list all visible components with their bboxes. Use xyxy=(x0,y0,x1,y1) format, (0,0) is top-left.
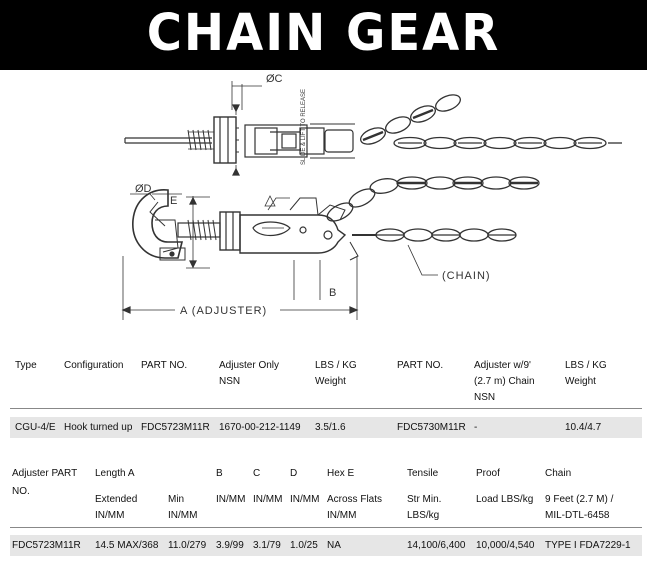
row-weight-2: 10.4/4.7 xyxy=(565,422,602,433)
col-extended: Extended xyxy=(95,494,138,505)
col-weight-1-sub: Weight xyxy=(315,376,346,387)
col-weight-2: LBS / KG xyxy=(565,360,607,371)
col-d-unit: IN/MM xyxy=(290,494,320,505)
col-adjuster-only-nsn: NSN xyxy=(219,376,241,387)
col-adjuster-chain-2: (2.7 m) Chain xyxy=(474,376,535,387)
col-c-unit: IN/MM xyxy=(253,494,283,505)
chain-adjuster-drawing: ØC ØD E B (CHAIN) A (ADJUSTER) SLIDE & L… xyxy=(121,73,622,320)
row-nsn-2: - xyxy=(474,422,478,433)
col-proof: Proof xyxy=(476,468,500,479)
col-tensile-unit: LBS/kg xyxy=(407,510,440,521)
col-hex-across: Across Flats xyxy=(327,494,383,505)
row-c: 3.1/79 xyxy=(253,540,281,551)
col-hex-unit: IN/MM xyxy=(327,510,357,521)
col-configuration: Configuration xyxy=(64,360,124,371)
row-nsn: 1670-00-212-1149 xyxy=(219,422,301,433)
divider xyxy=(10,408,642,409)
col-weight-2-sub: Weight xyxy=(565,376,596,387)
col-hex-e: Hex E xyxy=(327,468,355,479)
col-tensile: Tensile xyxy=(407,468,439,479)
col-tensile-min: Str Min. xyxy=(407,494,442,505)
row-b: 3.9/99 xyxy=(216,540,244,551)
col-type: Type xyxy=(15,360,37,371)
col-chain-spec: MIL-DTL-6458 xyxy=(545,510,610,521)
adjuster-label: A (ADJUSTER) xyxy=(180,305,267,317)
col-proof-load: Load LBS/kg xyxy=(476,494,534,505)
col-part-no-2: PART NO. xyxy=(397,360,444,371)
col-c: C xyxy=(253,468,261,479)
col-adjuster-part-no: NO. xyxy=(12,486,30,497)
release-label: SLIDE & LIFT TO RELEASE xyxy=(301,89,307,165)
dim-b-label: B xyxy=(329,287,336,299)
row-part-no: FDC5723M11R xyxy=(141,422,210,433)
col-adjuster-part: Adjuster PART xyxy=(12,468,78,479)
row-hex: NA xyxy=(327,540,341,551)
dim-e-label: E xyxy=(170,195,177,207)
row-d: 1.0/25 xyxy=(290,540,318,551)
row-extended: 14.5 MAX/368 xyxy=(95,540,159,551)
row-type: CGU-4/E xyxy=(15,422,56,433)
col-weight-1: LBS / KG xyxy=(315,360,357,371)
col-part-no: PART NO. xyxy=(141,360,188,371)
title-banner: CHAIN GEAR xyxy=(0,0,647,70)
page-title: CHAIN GEAR xyxy=(146,3,501,63)
row-part-no-2: FDC5730M11R xyxy=(397,422,466,433)
row-weight: 3.5/1.6 xyxy=(315,422,346,433)
col-chain: Chain xyxy=(545,468,572,479)
col-b: B xyxy=(216,468,223,479)
col-adjuster-chain: Adjuster w/9' xyxy=(474,360,531,371)
col-chain-length: 9 Feet (2.7 M) / xyxy=(545,494,614,505)
col-b-unit: IN/MM xyxy=(216,494,246,505)
col-min-unit: IN/MM xyxy=(168,510,198,521)
col-min: Min xyxy=(168,494,185,505)
table-row xyxy=(10,535,642,556)
table-row xyxy=(10,417,642,438)
chain-label: (CHAIN) xyxy=(442,270,491,282)
row-chain: TYPE I FDA7229-1 xyxy=(545,540,631,551)
col-extended-unit: IN/MM xyxy=(95,510,125,521)
dim-d-label: ØD xyxy=(135,183,152,195)
dim-c-label: ØC xyxy=(266,73,283,85)
col-adjuster-chain-nsn: NSN xyxy=(474,392,496,403)
row-part: FDC5723M11R xyxy=(12,540,81,551)
col-d: D xyxy=(290,468,298,479)
row-configuration: Hook turned up xyxy=(64,422,133,433)
row-tensile: 14,100/6,400 xyxy=(407,540,466,551)
row-min: 11.0/279 xyxy=(168,540,207,551)
row-proof: 10,000/4,540 xyxy=(476,540,535,551)
col-length-a: Length A xyxy=(95,468,135,479)
col-adjuster-only: Adjuster Only xyxy=(219,360,280,371)
divider xyxy=(10,527,642,528)
